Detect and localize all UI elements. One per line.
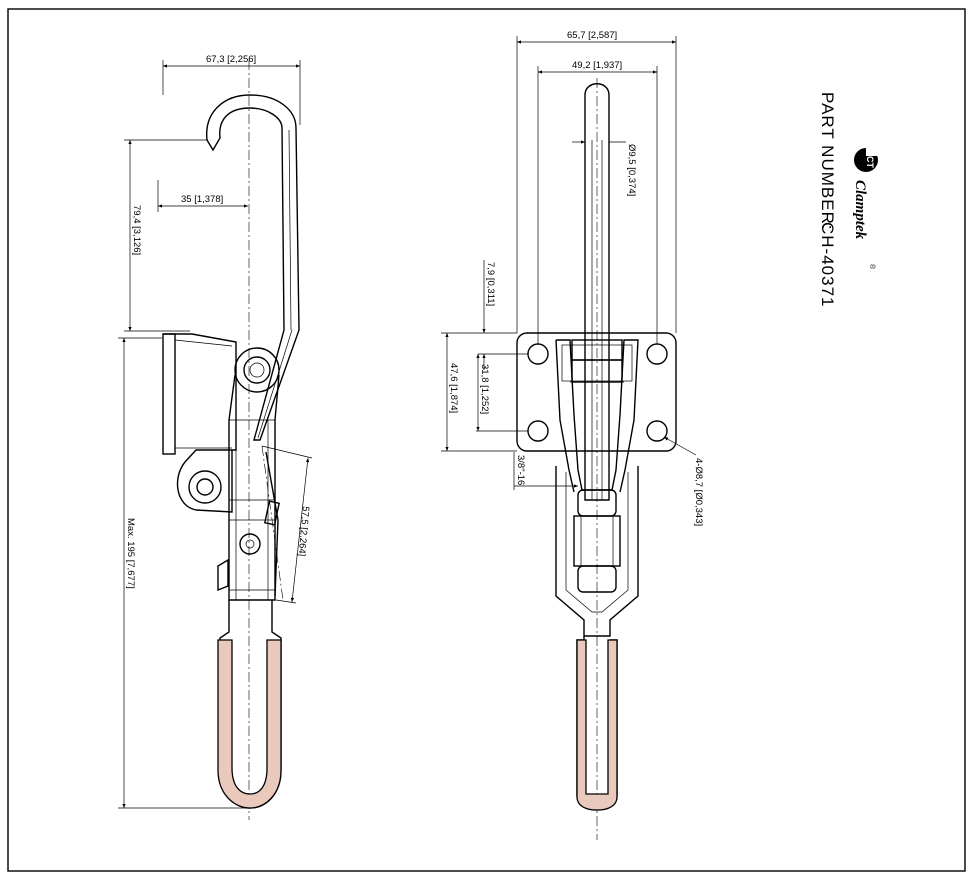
dim-base-height: 47,6 [1,874] [448, 363, 459, 413]
brand-name: Clamptek [852, 180, 868, 240]
front-handle-grip [576, 639, 618, 811]
dim-hook-height: 79,4 [3,126] [131, 205, 142, 255]
title-block: PART NUMBER: CH-40371 CT Clamptek ® [818, 92, 880, 308]
clamptek-logo: CT [854, 148, 880, 172]
registered-mark: ® [868, 264, 876, 270]
dim-rod-diameter: Ø9,5 [0,374] [626, 144, 637, 196]
front-rod [584, 83, 610, 501]
mount-hole-tl [527, 343, 549, 365]
dim-overall-width: 65,7 [2,587] [567, 30, 617, 41]
part-number-label: PART NUMBER: [818, 92, 837, 231]
mount-hole-tr [646, 343, 668, 365]
drawing-border [7, 8, 966, 872]
mount-hole-bl [527, 420, 549, 442]
middle-pivot [239, 533, 261, 555]
svg-text:CT: CT [865, 156, 875, 168]
upper-pivot [234, 347, 280, 393]
dim-max-height: Max. 195 [7,677] [125, 518, 136, 589]
dim-hook-reach: 35 [1,378] [181, 194, 223, 205]
dim-base-top-offset: 7,9 [0,311] [485, 262, 496, 306]
base-plate [516, 332, 677, 452]
mounting-bracket [163, 333, 237, 513]
dim-thread: 3/8"-16 [515, 455, 526, 485]
dim-mount-holes: 4-Ø8,7 [Ø0,343] [693, 458, 704, 526]
base-pivot [188, 470, 222, 504]
dim-hole-spacing-height: 31,8 [1,252] [479, 364, 490, 414]
dim-top-width: 67,3 [2,256] [206, 54, 256, 65]
lower-nut [577, 565, 617, 593]
side-view: 67,3 [2,256] 35 [1,378] 79,4 [3,126] Max… [118, 54, 313, 820]
dim-hole-spacing-width: 49,2 [1,937] [572, 60, 622, 71]
hook-arm [206, 94, 300, 441]
part-number-value: CH-40371 [818, 222, 837, 308]
mount-hole-br [646, 420, 668, 442]
side-handle-grip [217, 639, 282, 809]
front-view: 65,7 [2,587] 49,2 [1,937] Ø9,5 [0,374] 7… [441, 30, 704, 840]
dim-handle-offset: 57,5 [2,264] [296, 506, 311, 557]
